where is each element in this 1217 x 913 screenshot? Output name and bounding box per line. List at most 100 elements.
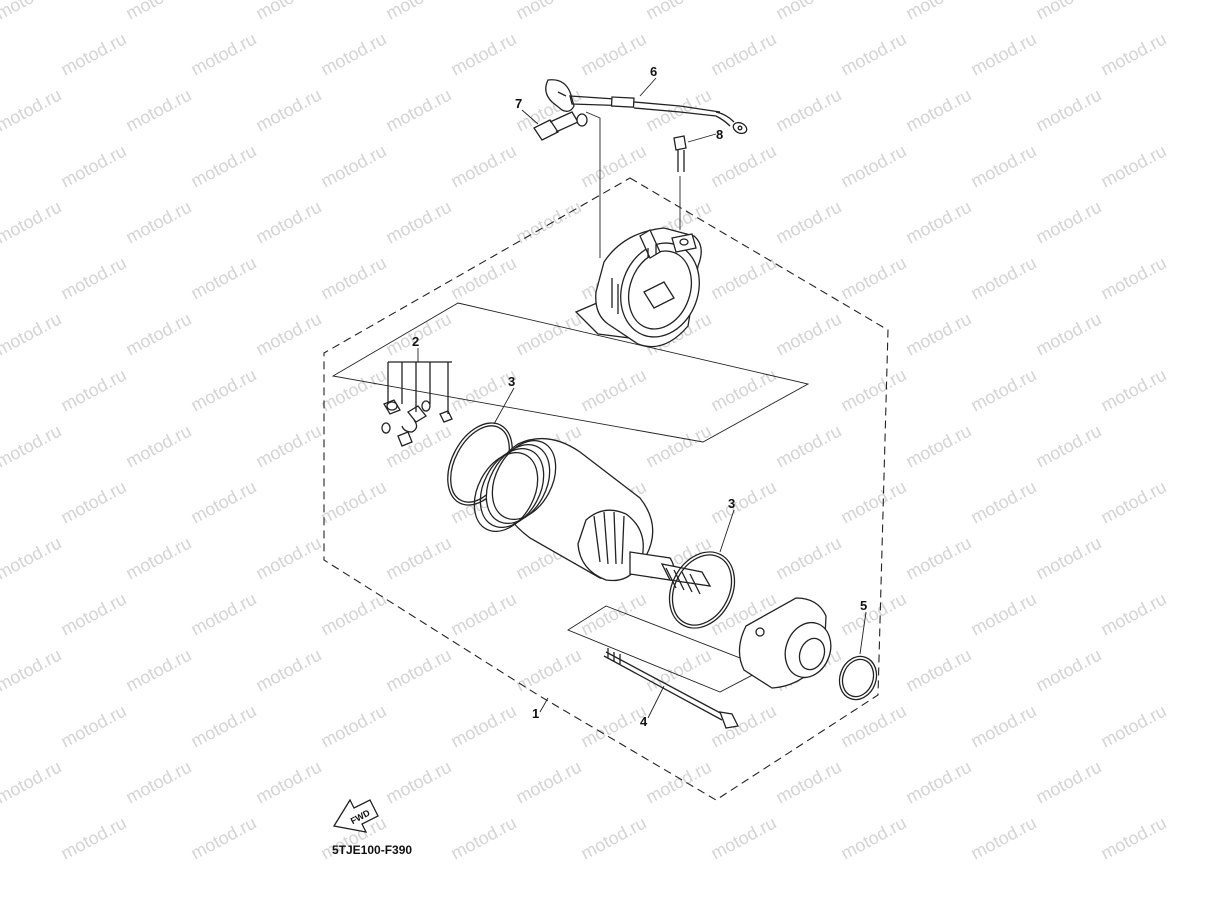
watermark-text: motod.ru	[187, 589, 259, 640]
watermark-text: motod.ru	[642, 0, 714, 24]
watermark-text: motod.ru	[772, 309, 844, 360]
watermark-text: motod.ru	[57, 29, 129, 80]
watermark-text: motod.ru	[187, 29, 259, 80]
watermark-text: motod.ru	[447, 365, 519, 416]
watermark-text: motod.ru	[122, 533, 194, 584]
callout-3-lower: 3	[728, 496, 735, 511]
brush-holder-set	[381, 361, 453, 447]
watermark-text: motod.ru	[187, 813, 259, 864]
watermark-text: motod.ru	[707, 477, 779, 528]
callout-6: 6	[650, 64, 657, 79]
watermark-text: motod.ru	[57, 365, 129, 416]
watermark-text: motod.ru	[967, 253, 1039, 304]
watermark-text: motod.ru	[317, 701, 389, 752]
watermark-text: motod.ru	[57, 253, 129, 304]
watermark-text: motod.ru	[1097, 29, 1169, 80]
watermark-text: motod.ru	[512, 0, 584, 24]
brush-group-frame	[331, 302, 810, 443]
watermark-text: motod.ru	[447, 813, 519, 864]
front-cover-bracket	[574, 227, 702, 348]
watermark-text: motod.ru	[122, 309, 194, 360]
leader-4	[647, 685, 665, 719]
watermark-text: motod.ru	[967, 29, 1039, 80]
watermark-text: motod.ru	[642, 645, 714, 696]
watermark-text: motod.ru	[902, 85, 974, 136]
watermark-text: motod.ru	[1097, 701, 1169, 752]
watermark-text: motod.ru	[252, 85, 324, 136]
watermark-text: motod.ru	[382, 421, 454, 472]
watermark-text: motod.ru	[382, 197, 454, 248]
watermark-text: motod.ru	[187, 253, 259, 304]
watermark-text: motod.ru	[512, 645, 584, 696]
watermark-text: motod.ru	[707, 701, 779, 752]
watermark-text: motod.ru	[837, 29, 909, 80]
bolt-8	[673, 135, 687, 172]
watermark-text: motod.ru	[1097, 589, 1169, 640]
watermark-text: motod.ru	[447, 701, 519, 752]
callout-8: 8	[716, 127, 723, 142]
callout-3-upper: 3	[508, 374, 515, 389]
watermark-text: motod.ru	[707, 813, 779, 864]
watermark-text: motod.ru	[187, 365, 259, 416]
watermark-text: motod.ru	[772, 533, 844, 584]
watermark-text: motod.ru	[1097, 477, 1169, 528]
watermark-text: motod.ru	[382, 0, 454, 24]
watermark-text: motod.ru	[187, 141, 259, 192]
watermark-text: motod.ru	[772, 85, 844, 136]
watermark-text: motod.ru	[1032, 421, 1104, 472]
watermark-text: motod.ru	[0, 645, 65, 696]
watermark-text: motod.ru	[122, 197, 194, 248]
callout-2: 2	[412, 334, 419, 349]
watermark-text: motod.ru	[902, 645, 974, 696]
watermark-text: motod.ru	[1032, 309, 1104, 360]
watermark-text: motod.ru	[252, 533, 324, 584]
leader-6	[639, 77, 657, 97]
watermark-text: motod.ru	[447, 141, 519, 192]
lower-group-frame	[567, 605, 768, 693]
watermark-text: motod.ru	[252, 757, 324, 808]
watermark-text: motod.ru	[577, 701, 649, 752]
callout-7: 7	[515, 96, 522, 111]
watermark-text: motod.ru	[772, 0, 844, 24]
watermark-text: motod.ru	[772, 421, 844, 472]
callout-5: 5	[860, 598, 867, 613]
watermark-text: motod.ru	[577, 141, 649, 192]
watermark-text: motod.ru	[252, 645, 324, 696]
watermark-text: motod.ru	[252, 421, 324, 472]
watermark-text: motod.ru	[837, 813, 909, 864]
watermark-text: motod.ru	[0, 85, 65, 136]
watermark-text: motod.ru	[57, 141, 129, 192]
watermark-text: motod.ru	[447, 29, 519, 80]
watermark-text: motod.ru	[1032, 645, 1104, 696]
o-ring-5	[838, 655, 878, 701]
leader-7	[521, 109, 539, 125]
watermark-text: motod.ru	[122, 85, 194, 136]
watermark-text: motod.ru	[382, 757, 454, 808]
watermark-text: motod.ru	[1032, 533, 1104, 584]
rear-cover	[738, 597, 832, 689]
watermark-text: motod.ru	[1097, 141, 1169, 192]
watermark-text: motod.ru	[122, 0, 194, 24]
watermark-text: motod.ru	[0, 0, 65, 24]
watermark-text: motod.ru	[512, 197, 584, 248]
leader-1	[539, 697, 549, 713]
watermark-text: motod.ru	[1032, 197, 1104, 248]
watermark-text: motod.ru	[577, 813, 649, 864]
watermark-text: motod.ru	[0, 421, 65, 472]
watermark-text: motod.ru	[642, 757, 714, 808]
watermark-text: motod.ru	[252, 0, 324, 24]
callout-4: 4	[640, 714, 648, 729]
watermark-text: motod.ru	[577, 365, 649, 416]
watermark-text: motod.ru	[382, 645, 454, 696]
leader-3b	[719, 509, 735, 553]
watermark-text: motod.ru	[122, 757, 194, 808]
watermark-text: motod.ru	[1032, 757, 1104, 808]
leader-3a	[493, 387, 515, 425]
watermark-text: motod.ru	[252, 309, 324, 360]
watermark-text: motod.ru	[967, 477, 1039, 528]
watermark-text: motod.ru	[642, 421, 714, 472]
lead-wire-assembly	[545, 79, 748, 135]
watermark-text: motod.ru	[837, 365, 909, 416]
